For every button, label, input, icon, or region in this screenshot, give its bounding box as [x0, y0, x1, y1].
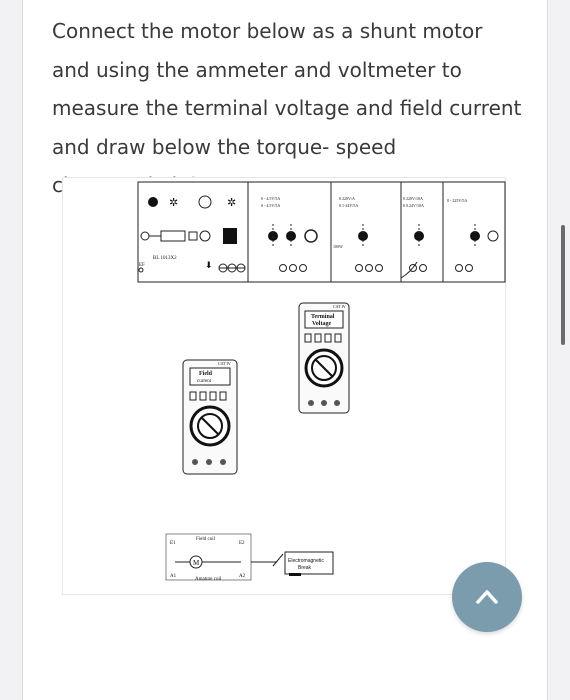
ammeter-title-2: current — [197, 379, 212, 384]
a1-label: A1 — [170, 574, 177, 579]
svg-text:✲: ✲ — [227, 197, 236, 209]
brake-label-1: Electromagnetic — [288, 558, 324, 564]
meter-label-4a: 0 - 225V/5A — [447, 198, 467, 203]
question-text: Connect the motor below as a shunt motor… — [52, 19, 522, 197]
field-ammeter: CAT IV Field current — [182, 359, 238, 475]
meter-label-1a: 0 - 4.5V/5A — [261, 196, 280, 201]
ammeter-title-1: Field — [199, 371, 213, 377]
svg-text:✲: ✲ — [169, 197, 178, 209]
circuit-figure: ✲ ✲ BL 1013X2 EF ⬇ — [62, 177, 506, 595]
armature-coil-label: Amature coil — [195, 577, 222, 582]
ef-label: EF — [139, 263, 145, 268]
meter-label-2a: 0 220V/A — [339, 196, 355, 201]
terminal-voltmeter: CAT IV Terminal Voltage — [298, 302, 350, 414]
chevron-up-icon — [476, 590, 498, 604]
svg-text:⬇: ⬇ — [205, 260, 213, 270]
voltmeter-title-1: Terminal — [311, 314, 335, 320]
meter-label-3a: 0 220V/10A — [403, 196, 423, 201]
resistor-label: BL 1013X2 — [153, 256, 177, 261]
meter-label-3b: 0 0.24V/10A — [403, 203, 424, 208]
brake-label-2: Break — [298, 565, 312, 571]
field-coil-label: Field coil — [196, 537, 216, 542]
motor-symbol: M — [193, 559, 200, 567]
voltmeter-title-2: Voltage — [312, 321, 331, 327]
scrollbar[interactable] — [561, 225, 565, 345]
shunt-motor-diagram: E1 E2 Field coil M A1 Amature coil A2 El… — [165, 533, 334, 582]
small-label: 100W — [333, 244, 343, 249]
scroll-to-top-button[interactable] — [452, 562, 522, 632]
ammeter-cat: CAT IV — [218, 361, 231, 366]
a2-label: A2 — [239, 574, 246, 579]
meter-label-1b: 0 - 4.5V/5A — [261, 203, 280, 208]
voltmeter-cat: CAT IV — [333, 304, 346, 309]
meter-label-2b: 0 1-24V/5A — [339, 203, 358, 208]
e2-label: E2 — [239, 541, 245, 546]
e1-label: E1 — [170, 541, 176, 546]
equipment-panel: ✲ ✲ BL 1013X2 EF ⬇ — [137, 181, 506, 283]
